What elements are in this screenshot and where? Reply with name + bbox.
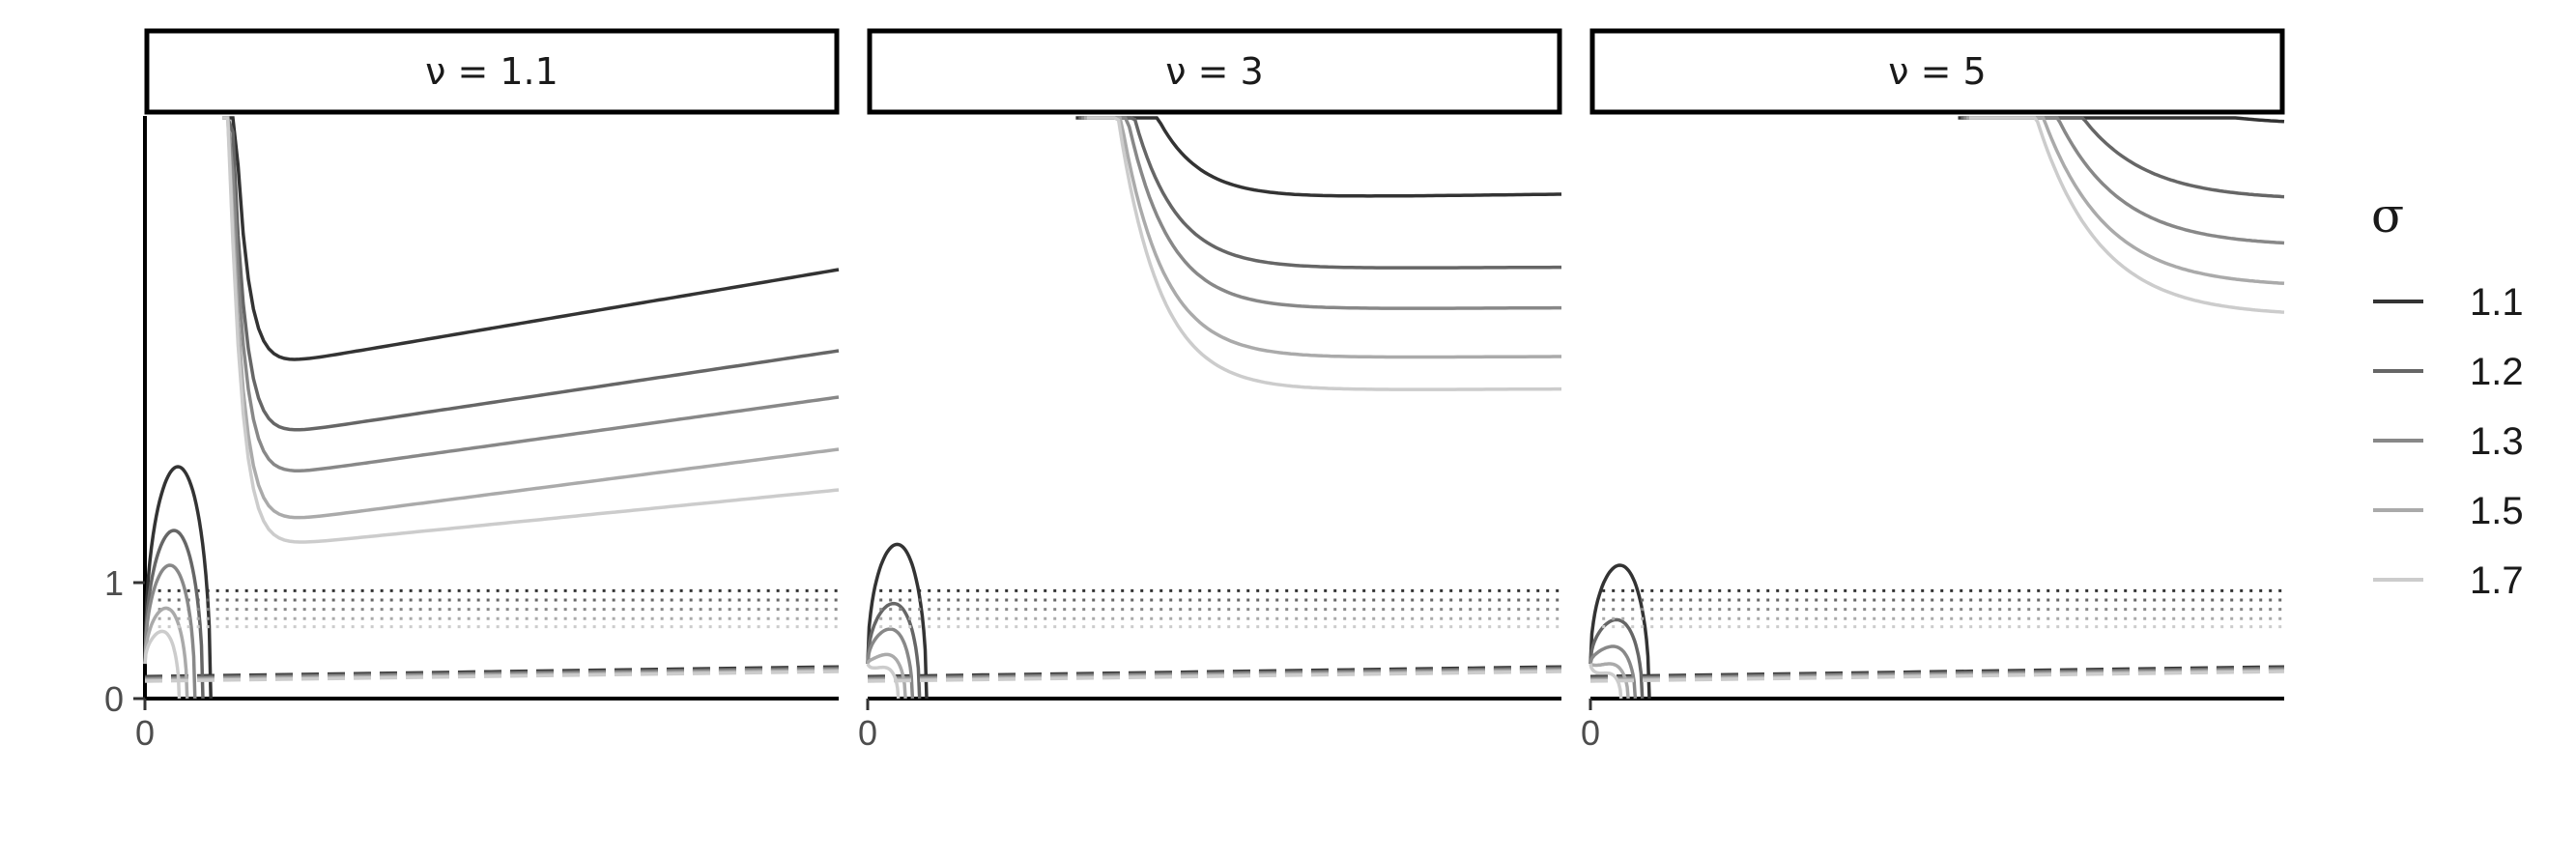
series-1-5 <box>866 116 1562 700</box>
series-1-1 <box>143 116 840 700</box>
upper-curve <box>1081 116 1561 310</box>
series-1-1 <box>1589 116 2285 700</box>
legend-title: σ <box>2371 187 2404 243</box>
panel-3: ν = 5 0 <box>1581 28 2285 753</box>
series-1-1 <box>866 116 1562 700</box>
facet-strip-label: ν = 5 <box>1888 50 1986 93</box>
upper-curve <box>222 116 840 520</box>
upper-curve <box>1078 116 1561 270</box>
series-1-2 <box>866 116 1562 700</box>
low-arc-curve <box>866 542 929 700</box>
legend-entry-label: 1.1 <box>2470 281 2524 324</box>
upper-curve <box>222 116 840 361</box>
series-1-3 <box>1589 116 2285 700</box>
panel-1: ν = 1.1 0 1 0 <box>104 28 840 753</box>
x-tick-label: 0 <box>858 713 877 753</box>
upper-curve <box>1961 116 2285 199</box>
x-tick-label: 0 <box>135 713 155 753</box>
low-arc-curve <box>1589 662 1630 700</box>
upper-curve <box>1086 116 1561 391</box>
legend-entry-label: 1.2 <box>2470 351 2524 393</box>
low-arc-curve <box>143 606 189 700</box>
series-1-2 <box>143 116 840 700</box>
upper-curve <box>222 116 840 472</box>
dashed-line <box>867 670 1562 683</box>
facet-strip <box>867 28 1562 115</box>
low-arc-curve <box>143 629 182 700</box>
y-tick-label: 0 <box>104 679 124 719</box>
series-1-5 <box>143 116 840 700</box>
dashed-line <box>1589 670 2285 683</box>
facet-strip-label: ν = 3 <box>1165 50 1263 93</box>
upper-curve <box>1969 116 2285 314</box>
series-1-7 <box>143 116 840 700</box>
legend-entry-label: 1.7 <box>2470 559 2524 602</box>
dashed-line <box>144 670 840 683</box>
low-arc-curve <box>1589 563 1651 700</box>
facet-strip <box>144 28 840 115</box>
chart-panels: ν = 1.1 0 1 0 ν = 3 0 ν = 5 0 <box>104 28 2285 753</box>
upper-curve <box>222 116 840 544</box>
low-arc-curve <box>866 663 901 700</box>
upper-curve <box>1963 116 2285 245</box>
upper-curve <box>1966 116 2285 286</box>
series-1-2 <box>1589 116 2285 700</box>
series-1-5 <box>1589 116 2285 700</box>
legend-entry-label: 1.5 <box>2470 490 2524 532</box>
panel-2: ν = 3 0 <box>858 28 1562 753</box>
upper-curve <box>1075 116 1561 198</box>
facet-strip-label: ν = 1.1 <box>425 50 558 93</box>
low-arc-curve <box>143 563 197 700</box>
low-arc-curve <box>143 465 213 700</box>
low-arc-curve <box>866 627 915 700</box>
y-tick-label: 1 <box>104 563 124 603</box>
low-arc-curve <box>866 652 907 700</box>
x-tick-label: 0 <box>1581 713 1600 753</box>
series-1-3 <box>866 116 1562 700</box>
legend-entry-label: 1.3 <box>2470 420 2524 463</box>
upper-curve <box>1084 116 1561 359</box>
low-arc-curve <box>1589 644 1638 700</box>
facet-strip <box>1589 28 2285 115</box>
upper-curve <box>222 116 840 432</box>
low-arc-curve <box>1589 663 1623 700</box>
series-1-3 <box>143 116 840 700</box>
low-arc-curve <box>1589 617 1645 700</box>
low-arc-curve <box>143 529 205 700</box>
legend: σ 1.1 1.2 1.3 1.5 1.7 <box>2371 187 2524 602</box>
series-1-7 <box>1589 116 2285 700</box>
series-1-7 <box>866 116 1562 700</box>
